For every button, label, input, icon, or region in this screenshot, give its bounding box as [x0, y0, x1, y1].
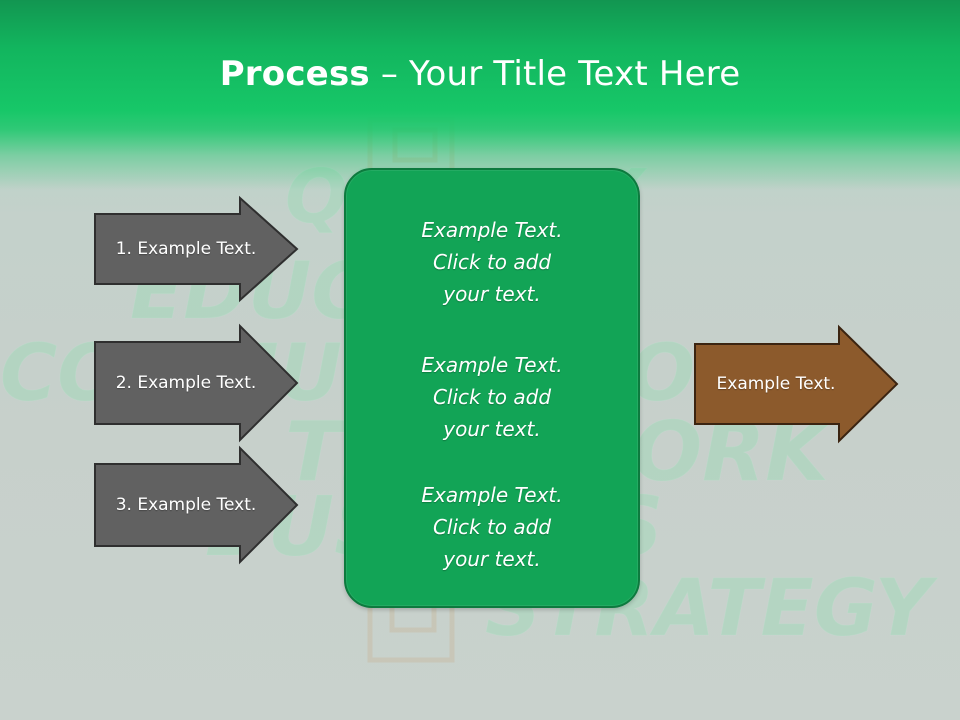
slide-title-rest: – Your Title Text Here — [369, 54, 741, 94]
left-arrow-2[interactable]: 2. Example Text. — [94, 323, 299, 443]
header-band — [0, 0, 960, 190]
left-arrow-3[interactable]: 3. Example Text. — [94, 445, 299, 565]
left-arrow-2-shape — [94, 323, 299, 443]
left-arrow-1[interactable]: 1. Example Text. — [94, 195, 299, 303]
center-block-1-line-3: your text. — [443, 282, 541, 306]
center-block-3: Example Text. Click to add your text. — [346, 479, 638, 575]
center-block-2-line-3: your text. — [443, 417, 541, 441]
center-block-2-line-1: Example Text. — [421, 353, 563, 377]
left-arrow-3-shape — [94, 445, 299, 565]
slide-title: Process – Your Title Text Here — [0, 52, 960, 96]
center-block-2-line-2: Click to add — [432, 385, 552, 409]
center-block-1-line-2: Click to add — [432, 250, 552, 274]
slide-title-strong: Process — [219, 54, 370, 94]
left-arrow-1-shape — [94, 195, 299, 303]
center-block-3-line-2: Click to add — [432, 515, 552, 539]
center-block-3-line-1: Example Text. — [421, 483, 563, 507]
right-arrow-shape — [694, 324, 899, 444]
right-arrow[interactable]: Example Text. — [694, 324, 899, 444]
center-block-1-line-1: Example Text. — [421, 218, 563, 242]
center-block-1: Example Text. Click to add your text. — [346, 214, 638, 310]
center-block-3-line-3: your text. — [443, 547, 541, 571]
center-block-2: Example Text. Click to add your text. — [346, 349, 638, 445]
center-text-box[interactable]: Example Text. Click to add your text. Ex… — [344, 168, 640, 608]
